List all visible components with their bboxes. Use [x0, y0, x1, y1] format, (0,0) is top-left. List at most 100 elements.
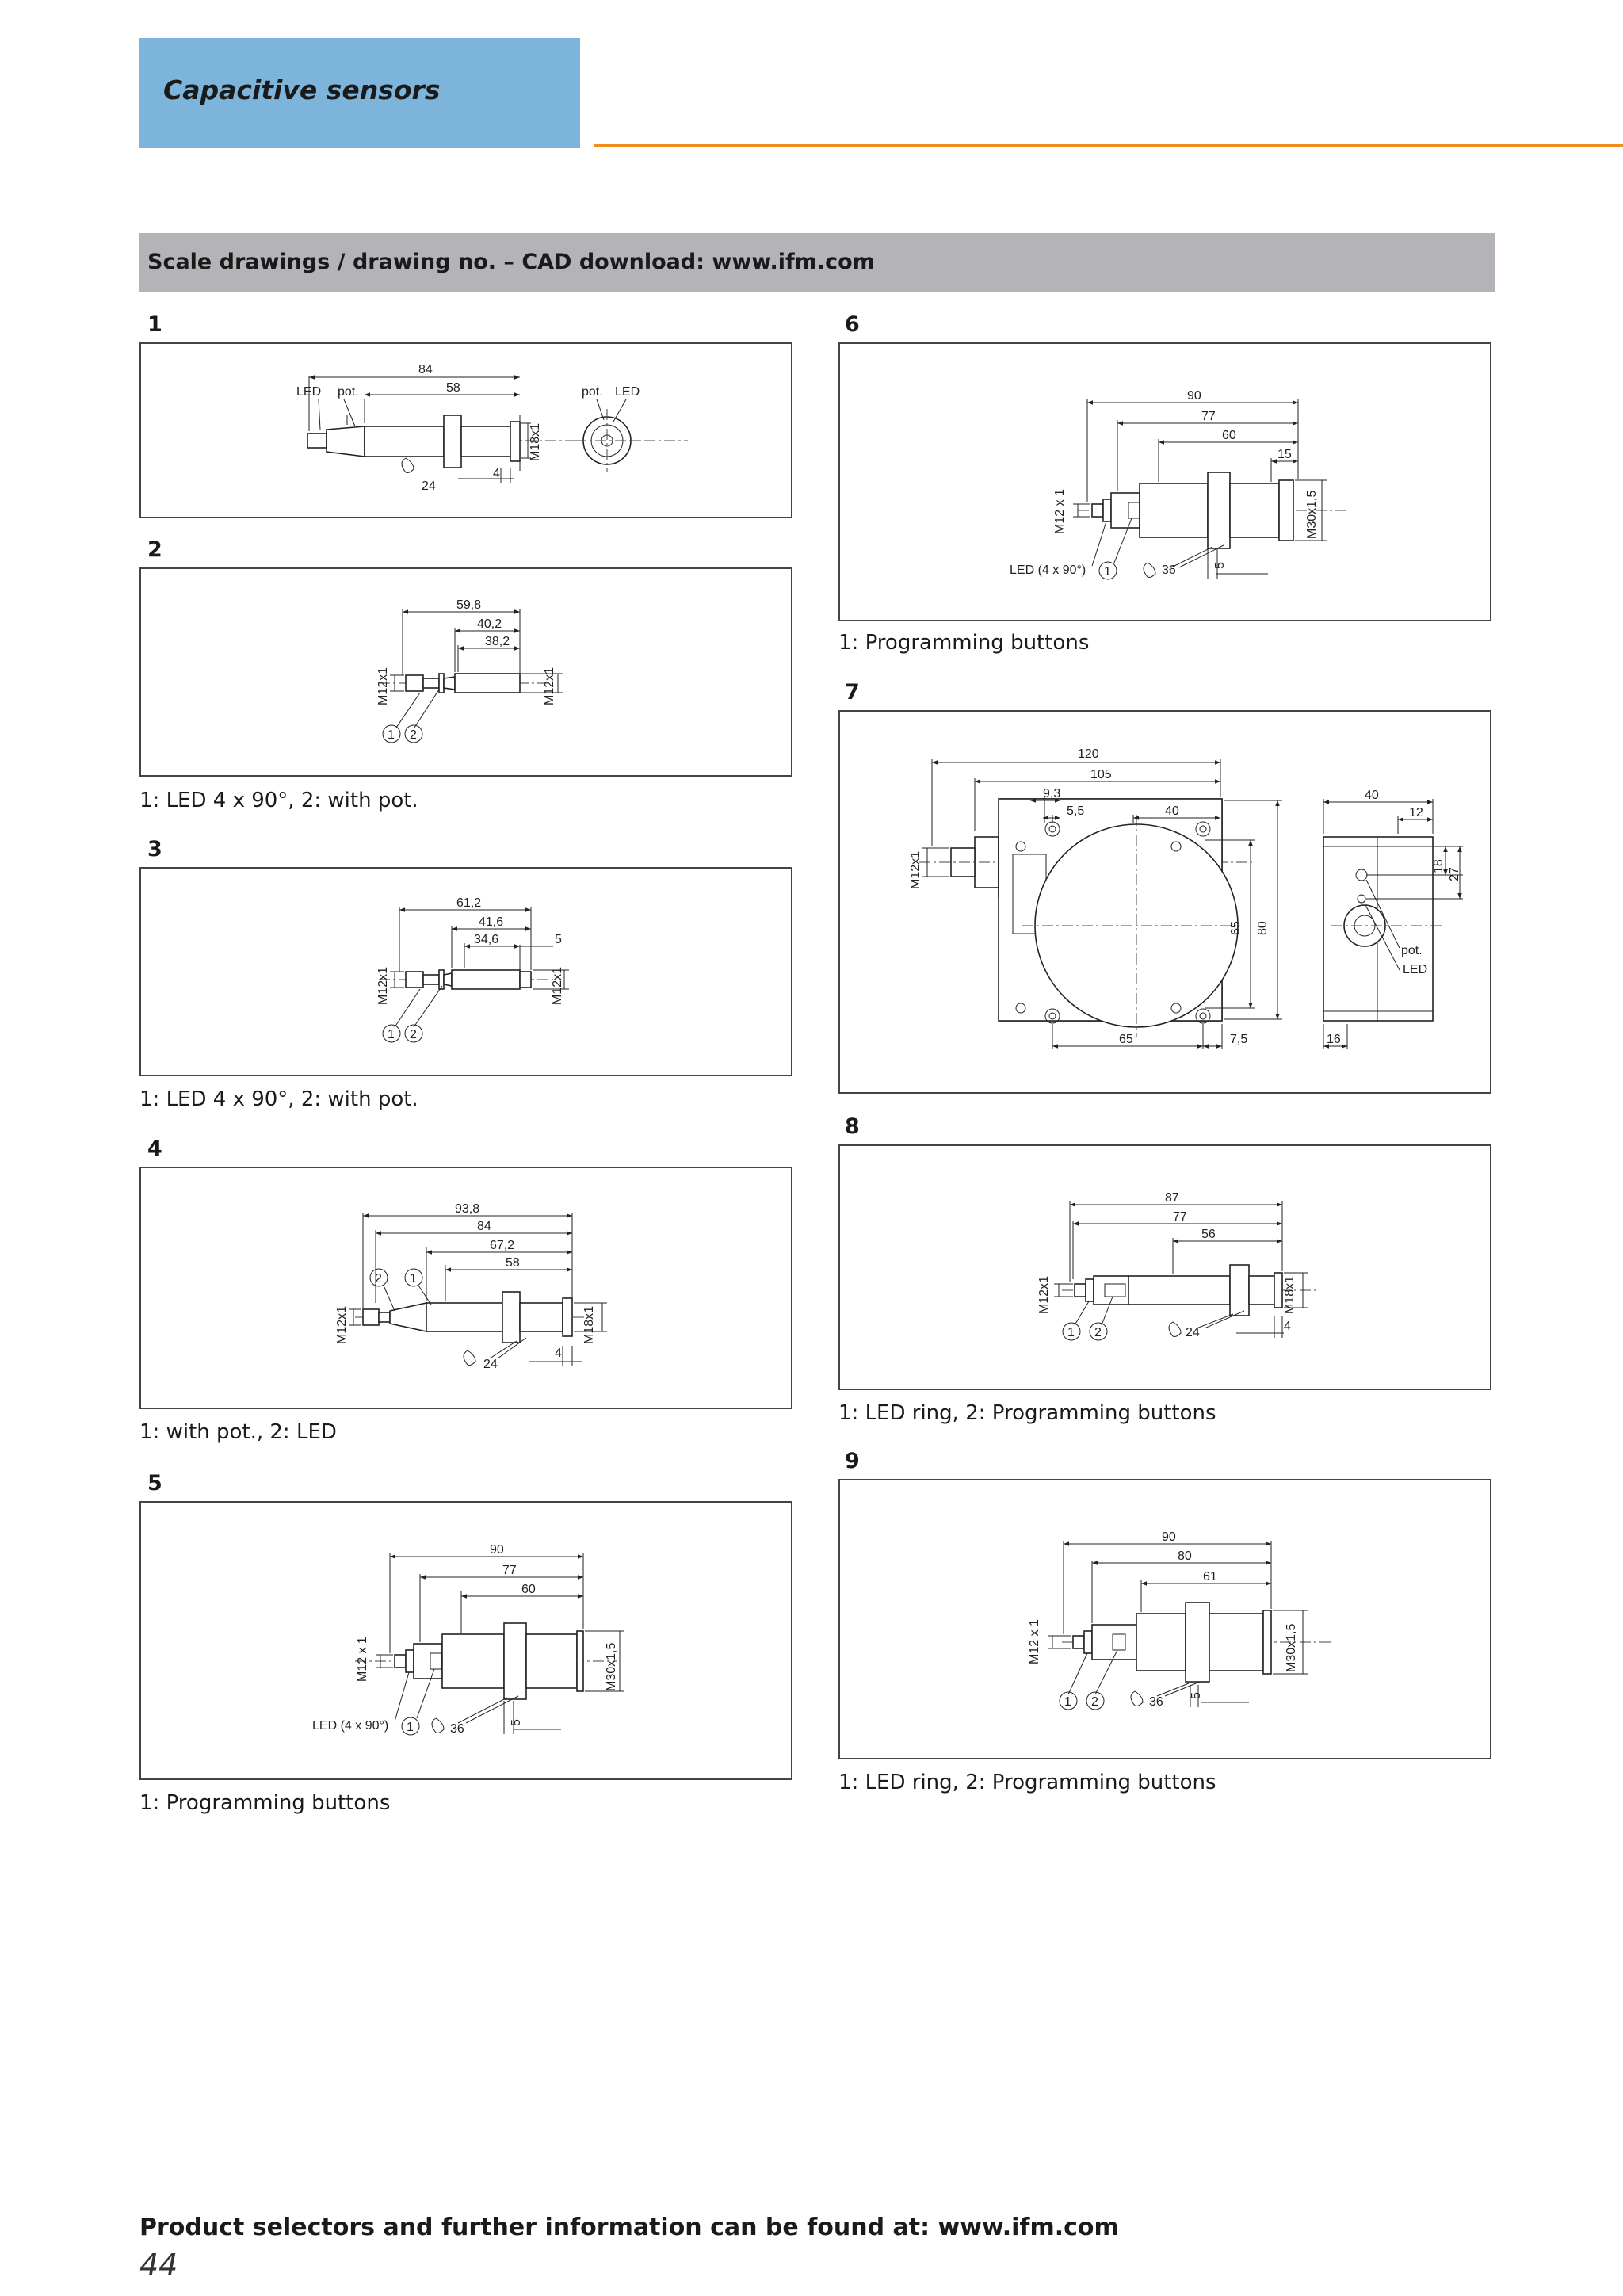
d9-callout-1: 1: [1064, 1695, 1071, 1709]
d8-callout-2: 2: [1094, 1326, 1102, 1339]
d7-pot-label: pot.: [1401, 944, 1423, 957]
d5-dim-90: 90: [490, 1543, 504, 1557]
d7-dim-65-vertical: 65: [1229, 921, 1243, 935]
d3-thread-left: M12x1: [376, 967, 390, 1005]
drawing-4-caption: 1: with pot., 2: LED: [139, 1420, 337, 1444]
d4-dim-93-8: 93,8: [455, 1202, 479, 1216]
drawing-3-panel: 61,2 41,6 34,6 5 M12x1 M12x1 1 2: [139, 867, 792, 1076]
d5-led-label: LED (4 x 90°): [312, 1719, 388, 1733]
drawing-9-number: 9: [845, 1449, 860, 1473]
drawing-6-number: 6: [845, 312, 860, 337]
drawing-9-caption: 1: LED ring, 2: Programming buttons: [838, 1771, 1216, 1794]
d6-callout-1: 1: [1104, 565, 1111, 579]
d5-wrench-size: 36: [450, 1722, 464, 1736]
d6-dim-15: 15: [1277, 448, 1292, 461]
drawing-3-number: 3: [147, 837, 162, 861]
d1-wrench-size: 24: [422, 479, 436, 493]
drawing-8-number: 8: [845, 1114, 860, 1139]
d2-dim-59-8: 59,8: [456, 598, 481, 612]
d3-callout-1: 1: [388, 1028, 395, 1041]
d5-dim-60: 60: [521, 1583, 536, 1596]
d6-dim-60: 60: [1222, 429, 1236, 442]
drawing-7-svg: 120 105 9,3 5,5 40 M12x1 65 80 65 7,5 40…: [909, 747, 1463, 1049]
d4-thread-left: M12x1: [335, 1306, 349, 1344]
d5-thread-left: M12 x 1: [356, 1637, 369, 1682]
d7-dim-105: 105: [1090, 768, 1112, 781]
drawing-2-panel: 59,8 40,2 38,2 M12x1 M12x1 1 2: [139, 567, 792, 777]
scale-drawings-banner-text: Scale drawings / drawing no. – CAD downl…: [147, 250, 875, 274]
d7-led-label: LED: [1403, 963, 1427, 976]
d7-dim-5-5: 5,5: [1067, 804, 1084, 818]
scale-drawings-banner: [139, 233, 1495, 292]
d2-callout-1: 1: [388, 728, 395, 742]
d8-dim-4: 4: [1284, 1320, 1291, 1333]
d4-dim-58: 58: [506, 1256, 520, 1270]
d1-dim-4: 4: [493, 467, 500, 480]
d4-dim-4: 4: [555, 1347, 562, 1360]
d9-dim-80: 80: [1178, 1549, 1192, 1563]
d7-dim-65-horizontal: 65: [1119, 1033, 1133, 1046]
drawing-6-svg: 90 77 60 15 M12 x 1 M30x1,5 LED (4 x 90°…: [1010, 389, 1347, 580]
d1-pot-label-end: pot.: [582, 385, 603, 399]
d9-dim-5: 5: [1190, 1692, 1203, 1699]
d1-thread-label: M18x1: [529, 423, 542, 461]
drawing-4-number: 4: [147, 1137, 162, 1161]
d2-dim-40-2: 40,2: [477, 617, 502, 631]
d9-callout-2: 2: [1091, 1695, 1098, 1709]
d4-dim-84: 84: [477, 1220, 491, 1233]
d7-dim-7-5: 7,5: [1230, 1033, 1247, 1046]
d5-dim-5: 5: [510, 1719, 523, 1726]
drawing-1-svg: 84 58 LED pot. M18x1 24 4 pot. LED: [296, 363, 688, 493]
d7-dim-9-3: 9,3: [1043, 787, 1060, 800]
page-number: 44: [139, 2248, 178, 2283]
d7-dim-40: 40: [1165, 804, 1179, 818]
d5-dim-77: 77: [502, 1564, 517, 1577]
d3-dim-61-2: 61,2: [456, 896, 481, 910]
d5-thread-right: M30x1,5: [605, 1643, 618, 1691]
d6-thread-left: M12 x 1: [1053, 489, 1067, 534]
drawing-2-number: 2: [147, 537, 162, 562]
drawing-6-caption: 1: Programming buttons: [838, 631, 1090, 655]
d4-dim-67-2: 67,2: [490, 1239, 514, 1252]
drawing-2-caption: 1: LED 4 x 90°, 2: with pot.: [139, 789, 418, 812]
drawing-9-panel: 90 80 61 M12 x 1 M30x1,5 1 2 36 5: [838, 1479, 1491, 1759]
d7-side-dim-27: 27: [1448, 867, 1461, 881]
d8-thread-right: M18x1: [1283, 1276, 1296, 1314]
drawing-5-number: 5: [147, 1471, 162, 1496]
d6-thread-right: M30x1,5: [1305, 491, 1319, 539]
drawing-8-svg: 87 77 56 M12x1 M18x1 1 2 24 4: [1037, 1191, 1316, 1341]
d1-pot-label: pot.: [338, 385, 359, 399]
drawing-7-panel: 120 105 9,3 5,5 40 M12x1 65 80 65 7,5 40…: [838, 710, 1491, 1094]
d7-side-dim-18: 18: [1432, 859, 1445, 873]
d6-wrench-size: 36: [1162, 563, 1176, 577]
d2-thread-left: M12x1: [376, 667, 390, 705]
d9-dim-90: 90: [1162, 1530, 1176, 1544]
d7-dim-80: 80: [1256, 921, 1270, 935]
drawing-5-panel: 90 77 60 M12 x 1 M30x1,5 LED (4 x 90°) 1…: [139, 1501, 792, 1780]
d6-dim-90: 90: [1187, 389, 1201, 403]
d7-dim-120: 120: [1078, 747, 1099, 761]
drawing-5-caption: 1: Programming buttons: [139, 1791, 391, 1815]
drawing-7-number: 7: [845, 680, 860, 705]
d1-dim-58: 58: [446, 381, 460, 395]
drawing-8-panel: 87 77 56 M12x1 M18x1 1 2 24 4: [838, 1144, 1491, 1390]
d4-callout-1: 1: [410, 1272, 417, 1286]
d8-dim-77: 77: [1173, 1210, 1187, 1224]
d7-side-dim-12: 12: [1409, 806, 1423, 819]
footer-text: Product selectors and further informatio…: [139, 2214, 1119, 2241]
d6-dim-77: 77: [1201, 410, 1216, 423]
d5-callout-1: 1: [407, 1721, 414, 1734]
d3-thread-right: M12x1: [551, 967, 564, 1005]
d7-side-dim-16: 16: [1327, 1033, 1341, 1046]
d7-side-dim-40: 40: [1365, 789, 1379, 802]
d9-dim-61: 61: [1203, 1570, 1217, 1584]
d8-thread-left: M12x1: [1037, 1276, 1051, 1314]
d7-thread: M12x1: [909, 851, 922, 889]
d2-dim-38-2: 38,2: [485, 635, 510, 648]
d1-dim-84: 84: [418, 363, 433, 376]
drawing-3-svg: 61,2 41,6 34,6 5 M12x1 M12x1 1 2: [376, 896, 569, 1043]
drawing-4-svg: 93,8 84 67,2 58 2 1 M12x1 M18x1 24 4: [335, 1202, 607, 1371]
d3-dim-5: 5: [555, 933, 562, 946]
d4-thread-right: M18x1: [582, 1306, 596, 1344]
header-rule: [594, 144, 1623, 147]
